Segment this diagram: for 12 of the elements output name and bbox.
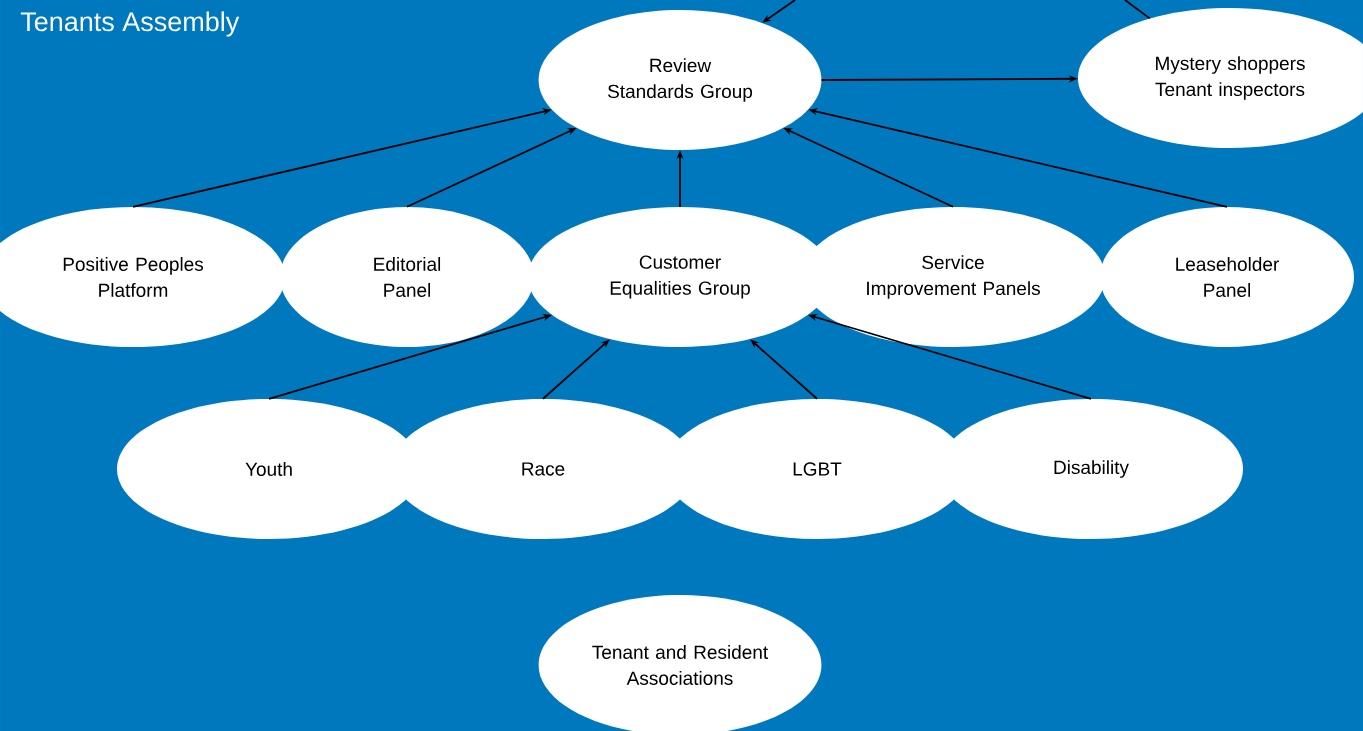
ellipse-node: Leaseholder Panel	[1100, 207, 1354, 347]
arrow	[750, 339, 818, 400]
ellipse-node: Customer Equalities Group	[528, 207, 833, 347]
ellipse-node: Race	[391, 399, 696, 539]
ellipse-node: Editorial Panel	[280, 207, 534, 347]
ellipse-node: Youth	[117, 399, 422, 539]
title: Tenants Assembly	[20, 11, 240, 37]
ellipse-node: Review Standards Group	[538, 10, 822, 150]
arrow	[542, 339, 610, 400]
ellipse-node: Disability	[939, 399, 1244, 539]
ellipse-node: LGBT	[665, 399, 970, 539]
ellipse-node: Service Improvement Panels	[801, 207, 1106, 347]
